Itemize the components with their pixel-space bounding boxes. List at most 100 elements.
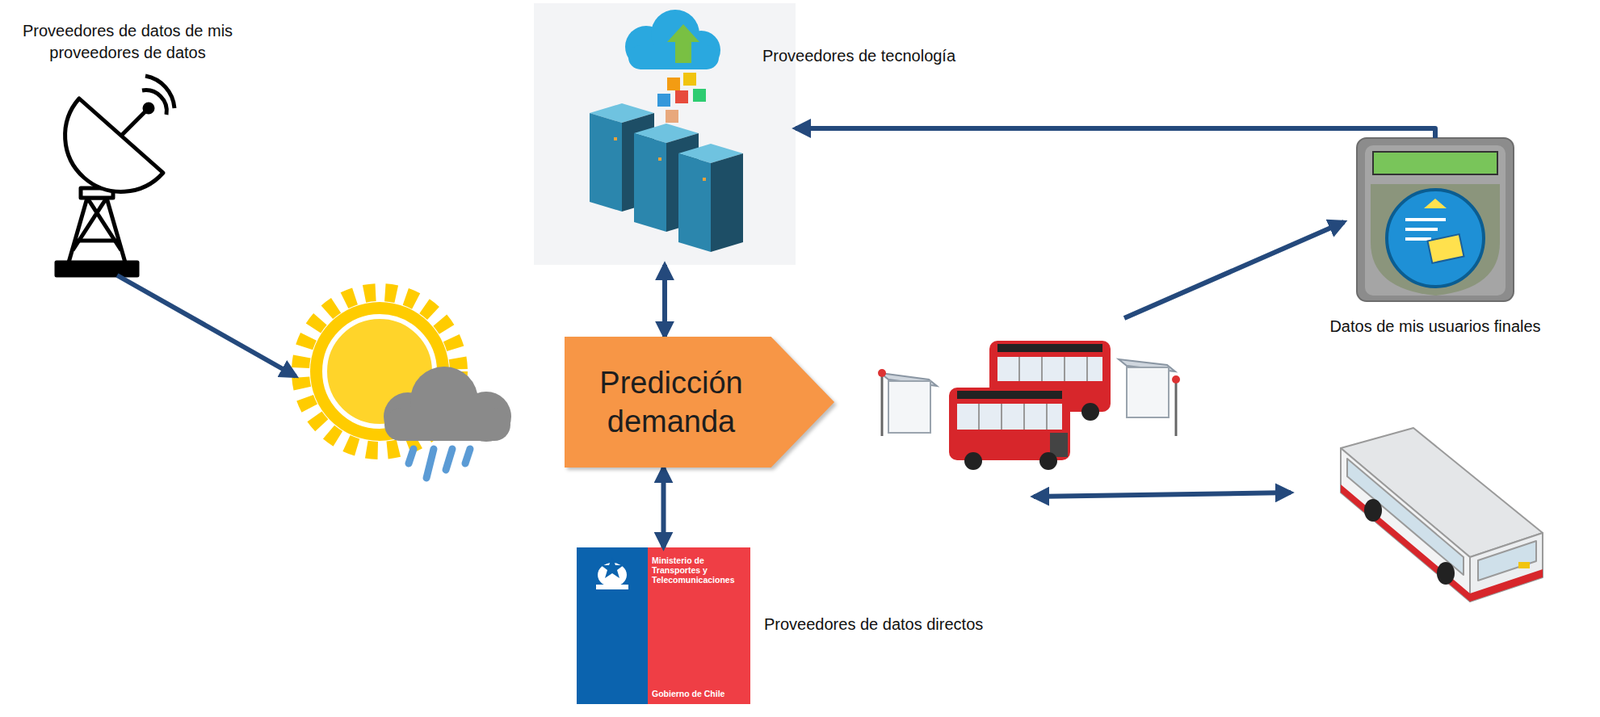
node-label: Ministerio de Transportes y Telecomunica… <box>651 555 748 585</box>
servers-icon <box>634 133 667 232</box>
weather-icon <box>300 292 512 479</box>
validator-icon <box>1356 138 1514 302</box>
weather-icon <box>426 449 434 479</box>
servers-icon <box>613 137 706 181</box>
buses-and-stops <box>949 387 1071 461</box>
flow-arrow <box>1033 492 1291 497</box>
buses-and-stops <box>1175 379 1178 437</box>
satellite-dish-icon <box>65 98 164 192</box>
satellite-dish-icon <box>121 109 147 136</box>
buses-and-stops <box>957 390 1063 399</box>
weather-icon <box>408 449 414 464</box>
connector-arrow <box>795 128 1436 139</box>
servers-icon <box>533 3 796 265</box>
flow-arrow <box>117 222 1344 497</box>
buses-and-stops <box>997 344 1103 353</box>
process-arrow-box: Predicción demanda <box>564 336 835 468</box>
buses-and-stops <box>1039 452 1058 471</box>
dish-node: Proveedores de datos de mis proveedores … <box>50 92 179 276</box>
servers-icon <box>589 113 622 212</box>
buses-and-stops <box>1019 356 1088 382</box>
buses-and-stops <box>1063 356 1066 382</box>
servers-icon <box>678 153 711 252</box>
servers-icon <box>692 88 706 102</box>
technology-node: Proveedores de tecnología <box>533 3 796 265</box>
users-data-node: Datos de mis usuarios finales <box>1356 138 1514 302</box>
white-bus <box>1518 562 1530 569</box>
satellite-dish-icon <box>56 75 175 276</box>
buses-and-stops <box>964 452 983 471</box>
buses-and-stops <box>1086 356 1088 382</box>
servers-icon <box>658 157 662 161</box>
buses-and-stops <box>1171 375 1181 384</box>
ministry-logo <box>576 547 751 705</box>
white-bus <box>1340 448 1470 602</box>
node-label: Proveedores de datos de mis proveedores … <box>19 20 236 64</box>
ministry-logo <box>600 557 624 579</box>
ministry-logo <box>596 584 629 590</box>
servers-icon <box>613 137 618 141</box>
node-label: Gobierno de Chile <box>651 688 748 699</box>
validator-icon <box>1370 184 1500 296</box>
white-bus <box>1340 484 1470 602</box>
weather-icon <box>408 449 471 479</box>
ministry-logo <box>576 547 648 705</box>
buses-and-stops <box>1041 356 1043 382</box>
buses-and-stops <box>877 369 887 378</box>
white-bus <box>1469 533 1543 602</box>
servers-icon <box>533 3 796 265</box>
servers-icon <box>667 24 700 63</box>
servers-icon <box>675 90 689 104</box>
buses-and-stops <box>1018 356 1021 382</box>
buses-and-stops <box>957 403 1063 430</box>
servers-icon <box>702 177 706 181</box>
validator-icon <box>1386 189 1484 287</box>
white-bus <box>1347 458 1464 576</box>
validator-icon <box>1427 234 1465 264</box>
satellite-dish-icon <box>145 75 175 109</box>
validator-icon <box>1373 151 1498 175</box>
white-bus <box>1340 428 1543 602</box>
node-label: Datos de mis usuarios finales <box>1329 317 1541 336</box>
flow-arrow <box>1124 222 1344 319</box>
validator-icon <box>1423 198 1447 209</box>
satellite-dish-icon <box>142 90 167 115</box>
validator-icon <box>1364 145 1506 296</box>
servers-icon <box>710 153 744 252</box>
buses-and-stops <box>978 403 980 430</box>
validator-icon <box>1405 237 1432 241</box>
satellite-dish-icon <box>68 197 126 263</box>
validator-icon <box>1356 138 1514 302</box>
servers-icon <box>683 72 697 86</box>
connector-arrow <box>661 467 667 548</box>
buses-and-stops <box>1000 403 1003 430</box>
weather-icon <box>384 408 511 441</box>
node-label: Proveedores de datos directos <box>764 615 983 635</box>
servers-icon <box>665 109 679 123</box>
arrow-shape <box>564 336 835 468</box>
connector-arrow <box>662 264 668 337</box>
weather-icon <box>465 449 471 464</box>
validator-icon <box>1405 227 1438 231</box>
buses-and-stops <box>1045 403 1048 430</box>
arrow-shape <box>564 336 835 468</box>
satellite-dish-icon <box>144 104 153 113</box>
buses-and-stops <box>1126 367 1169 418</box>
buses-and-stops <box>888 381 931 433</box>
buses-and-stops <box>1081 403 1100 421</box>
white-bus <box>1436 562 1455 585</box>
weather-icon <box>445 449 453 471</box>
node-label: Proveedores de tecnología <box>762 46 956 66</box>
white-bus <box>1469 569 1543 602</box>
white-bus <box>1364 499 1382 522</box>
servers-icon <box>657 93 671 107</box>
validator-icon <box>1405 219 1446 240</box>
buses-and-stops <box>877 340 1181 471</box>
buses-and-stops <box>978 403 1047 430</box>
ministry-node: Ministerio de Transportes y Telecomunica… <box>576 547 751 705</box>
flow-arrow <box>117 275 296 377</box>
buses-and-stops <box>997 356 1103 382</box>
